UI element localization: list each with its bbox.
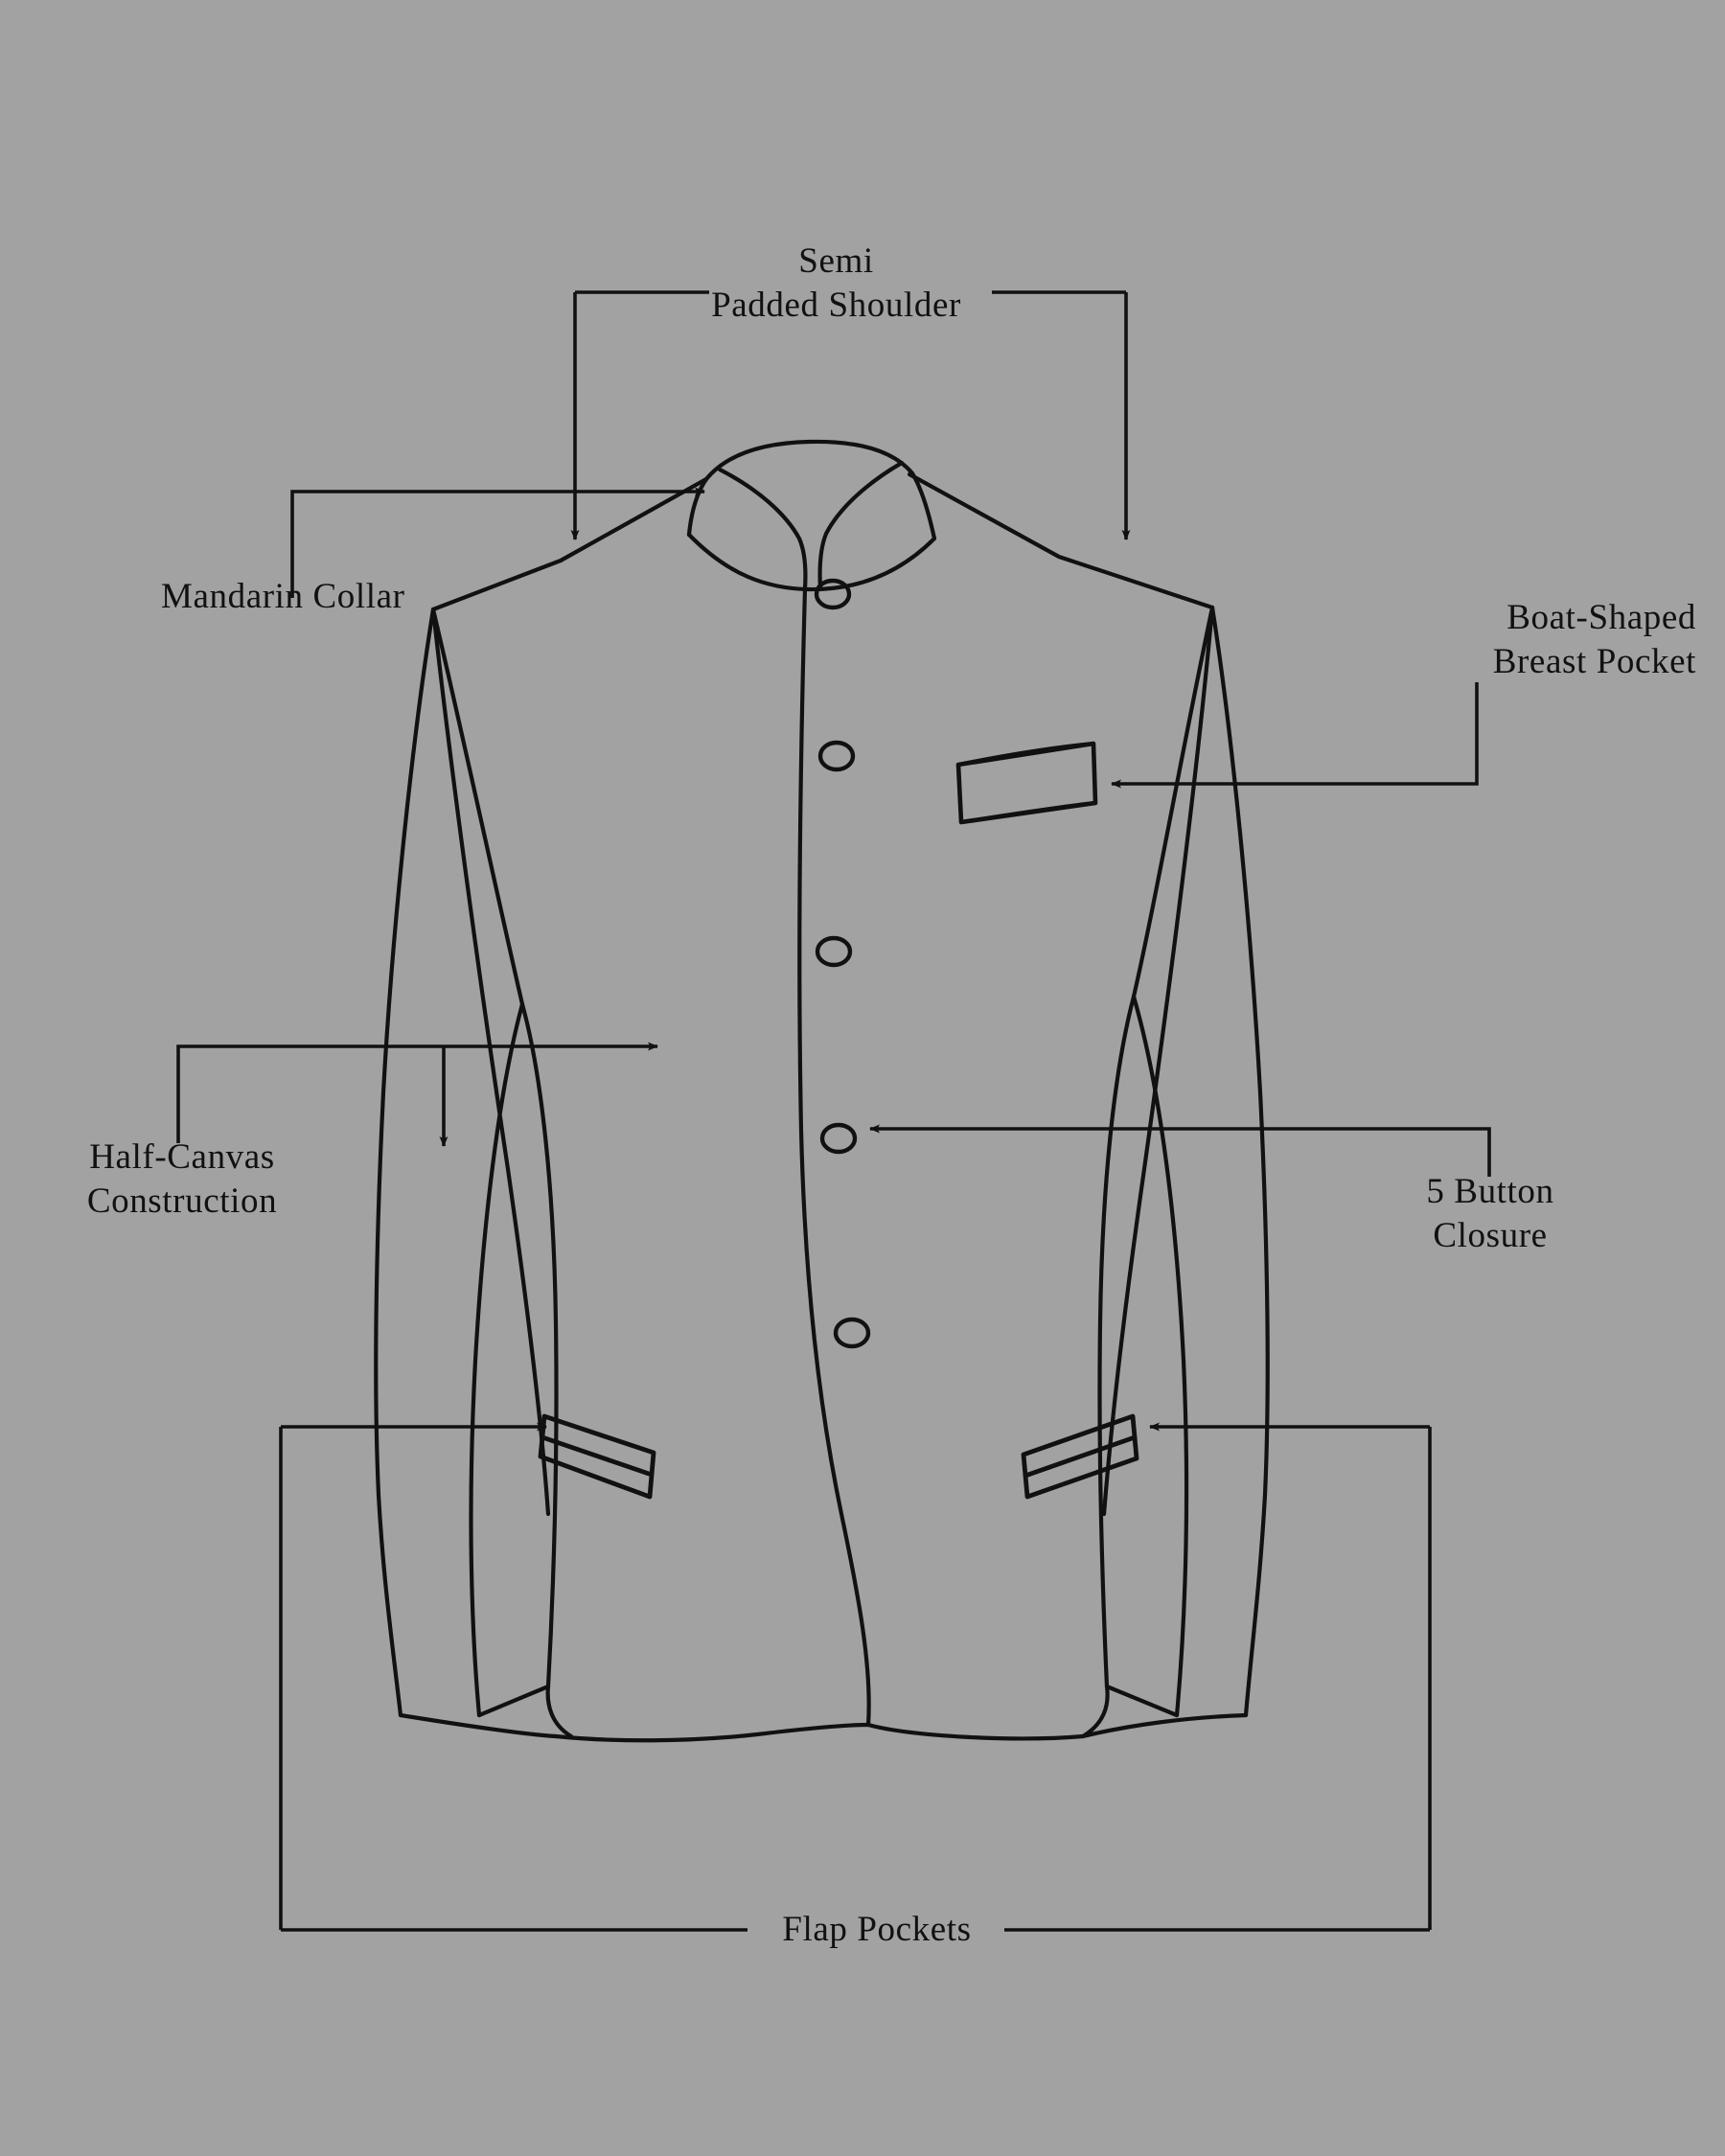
- breast-pocket-leader: [1111, 682, 1479, 789]
- right-front-panel-line: [1101, 605, 1215, 1517]
- label-flap-pockets-line1: Flap Pockets: [782, 1910, 972, 1949]
- hem-left: [398, 1712, 559, 1739]
- label-semi-padded-shoulder: Semi Padded Shoulder: [704, 240, 968, 328]
- left-armhole-seam: [430, 607, 525, 1007]
- right-armhole-seam: [1131, 605, 1215, 999]
- label-mandarin-collar-line1: Mandarin Collar: [161, 577, 405, 616]
- hem-right-corner: [1080, 1684, 1110, 1739]
- left-front-side-seam: [374, 607, 436, 1718]
- label-five-button-closure-line2: Closure: [1433, 1216, 1548, 1255]
- label-boat-shaped-breast-pocket-line2: Breast Pocket: [1492, 642, 1696, 681]
- left-front-panel-line: [430, 607, 551, 1517]
- label-flap-pockets: Flap Pockets: [743, 1908, 1011, 1952]
- breast-pocket-top-curve: [955, 741, 1096, 768]
- label-semi-padded-shoulder-line1: Semi: [798, 241, 874, 281]
- mandarin-collar-leader: [290, 487, 705, 598]
- breast-pocket-bottom-curve: [958, 800, 1098, 825]
- right-sleeve-inner-seam: [1097, 994, 1137, 1689]
- button-5[interactable]: [833, 1317, 871, 1349]
- hem-left-corner: [545, 1684, 574, 1739]
- left-sleeve-inner-seam: [519, 1001, 559, 1689]
- button-3[interactable]: [815, 935, 853, 968]
- annotation-leaders: [176, 290, 1491, 1932]
- right-front-side-seam: [1209, 605, 1270, 1718]
- right-sleeve-cuff: [1104, 1684, 1180, 1718]
- label-boat-shaped-breast-pocket: Boat-Shaped Breast Pocket: [1236, 596, 1696, 684]
- button-group: [814, 578, 871, 1349]
- collar-top-edge: [703, 439, 915, 482]
- left-flap-pocket: [538, 1413, 656, 1500]
- hem-right: [1080, 1712, 1249, 1739]
- label-boat-shaped-breast-pocket-line1: Boat-Shaped: [1506, 598, 1696, 637]
- center-front-edge: [797, 585, 871, 1728]
- label-half-canvas-construction-line1: Half-Canvas: [89, 1137, 275, 1177]
- collar-inner-fold-right: [817, 460, 905, 592]
- collar-left-edge: [686, 476, 709, 538]
- hem-center: [553, 1722, 871, 1743]
- collar-right-edge: [909, 470, 937, 541]
- left-sleeve-outer-seam: [469, 1001, 525, 1718]
- left-sleeve-cuff: [476, 1684, 551, 1718]
- half-canvas-leader-main: [176, 1042, 658, 1143]
- left-shoulder-seam: [430, 476, 709, 612]
- right-shoulder-seam: [907, 471, 1215, 610]
- collar-inner-fold-left: [717, 467, 808, 591]
- right-flap-pocket-welt-line: [1023, 1434, 1138, 1479]
- button-2[interactable]: [817, 740, 856, 772]
- right-sleeve-outer-seam: [1131, 994, 1189, 1718]
- button-4[interactable]: [819, 1122, 858, 1155]
- right-flap-pocket: [1021, 1413, 1139, 1500]
- label-five-button-closure-line1: 5 Button: [1426, 1172, 1554, 1211]
- label-semi-padded-shoulder-line2: Padded Shoulder: [711, 286, 961, 325]
- label-five-button-closure: 5 Button Closure: [1351, 1170, 1629, 1258]
- hem-center-right: [865, 1722, 1086, 1741]
- left-flap-pocket-welt-line: [540, 1434, 655, 1478]
- label-mandarin-collar: Mandarin Collar: [161, 575, 477, 619]
- jacket-body-outline: [374, 439, 1270, 1743]
- label-half-canvas-construction-line2: Construction: [86, 1181, 278, 1221]
- button-closure-leader: [869, 1124, 1491, 1177]
- collar-bottom-edge: [686, 532, 937, 592]
- label-half-canvas-construction: Half-Canvas Construction: [34, 1135, 331, 1224]
- button-1[interactable]: [814, 578, 852, 610]
